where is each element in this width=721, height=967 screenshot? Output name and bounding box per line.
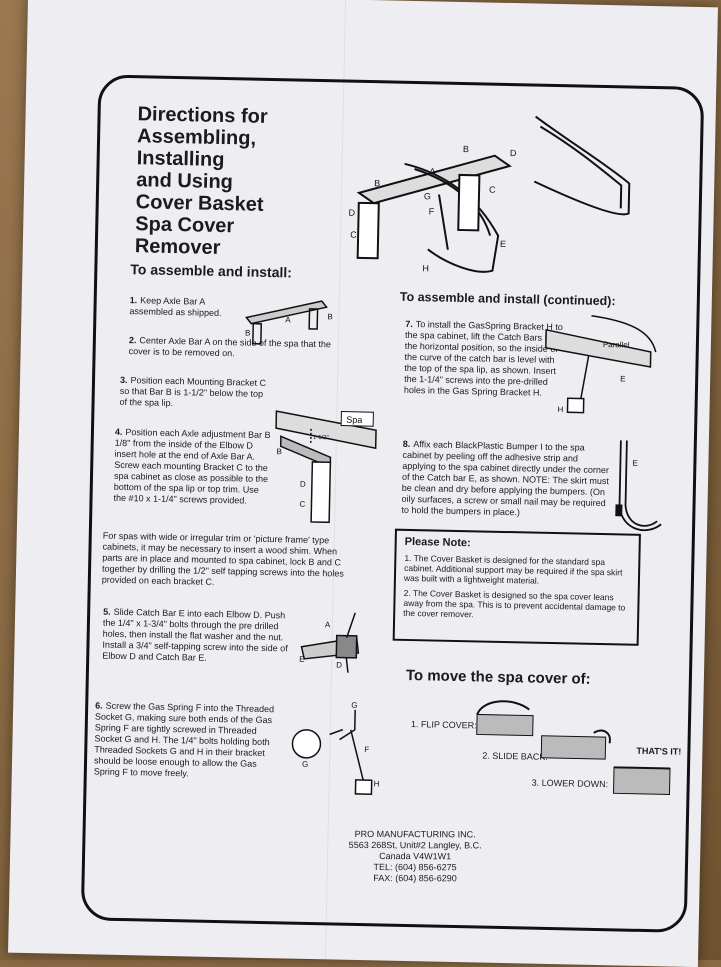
- company-address: 5563 268St, Unit#2 Langley, B.C.: [340, 840, 490, 852]
- step-4-note: For spas with wide or irregular trim or …: [102, 531, 348, 591]
- svg-text:B: B: [245, 328, 251, 337]
- slide-back-icon: [537, 722, 614, 766]
- thats-it-label: THAT'S IT!: [636, 746, 681, 757]
- svg-text:C: C: [489, 185, 496, 195]
- lower-down-icon: [609, 757, 674, 798]
- step-4: 4.Position each Axle adjustment Bar B 1/…: [113, 427, 275, 507]
- left-section-heading: To assemble and install:: [130, 261, 292, 280]
- company-tel: TEL: (604) 856-6275: [340, 862, 490, 874]
- svg-text:H: H: [557, 405, 563, 414]
- company-name: PRO MANUFACTURING INC.: [340, 829, 490, 841]
- svg-text:F: F: [364, 745, 369, 754]
- step-5-diagram: A E D: [296, 607, 377, 679]
- step-2: 2.Center Axle Bar A on the side of the s…: [129, 335, 349, 362]
- spa-label: Spa: [346, 415, 362, 425]
- company-fax: FAX: (604) 856-6290: [340, 873, 490, 885]
- instruction-sheet: Directions for Assembling, Installing an…: [8, 0, 718, 967]
- step-8: 8.Affix each BlackPlastic Bumper I to th…: [401, 439, 613, 520]
- svg-text:B: B: [276, 447, 282, 456]
- step-3: 3.Position each Mounting Bracket C so th…: [119, 375, 270, 411]
- svg-text:D: D: [348, 208, 355, 218]
- manufacturer-footer: PRO MANUFACTURING INC. 5563 268St, Unit#…: [340, 829, 490, 885]
- svg-text:G: G: [351, 701, 357, 710]
- measure-label: 1-1/2": [313, 435, 329, 441]
- please-note-box: Please Note: 1. The Cover Basket is desi…: [393, 529, 641, 646]
- svg-text:H: H: [422, 263, 429, 273]
- svg-text:E: E: [500, 239, 506, 249]
- svg-text:F: F: [429, 206, 435, 216]
- svg-text:D: D: [336, 660, 342, 669]
- svg-text:A: A: [325, 620, 331, 629]
- svg-text:B: B: [374, 178, 380, 188]
- note-item: 1. The Cover Basket is designed for the …: [404, 553, 631, 588]
- step-6: 6.Screw the Gas Spring F into the Thread…: [94, 700, 286, 781]
- svg-text:E: E: [620, 374, 626, 383]
- svg-text:D: D: [510, 148, 517, 158]
- svg-text:A: A: [285, 315, 291, 324]
- svg-text:C: C: [299, 500, 305, 509]
- svg-text:B: B: [327, 312, 333, 321]
- note-title: Please Note:: [405, 537, 631, 552]
- svg-text:H: H: [374, 779, 380, 788]
- step-6-diagram: G F G H: [283, 698, 385, 800]
- mover-step-3: 3. LOWER DOWN:: [532, 778, 609, 790]
- svg-text:D: D: [300, 480, 306, 489]
- company-country: Canada V4W1W1: [340, 851, 490, 863]
- page-title: Directions for Assembling, Installing an…: [135, 103, 328, 261]
- svg-text:E: E: [299, 655, 305, 664]
- svg-text:A: A: [429, 166, 435, 176]
- flip-cover-icon: [473, 696, 538, 741]
- note-item: 2. The Cover Basket is designed so the s…: [403, 588, 630, 623]
- svg-text:B: B: [463, 144, 469, 154]
- parallel-label: Parallel: [603, 340, 630, 350]
- svg-text:G: G: [302, 760, 308, 769]
- main-assembly-diagram: B D B A D C C G F E H: [327, 97, 651, 294]
- step-3-4-diagram: Spa 1-1/2" B D C: [269, 406, 384, 538]
- svg-text:C: C: [350, 230, 357, 240]
- step-5: 5.Slide Catch Bar E into each Elbow D. P…: [102, 607, 293, 666]
- svg-text:E: E: [632, 459, 638, 468]
- step-1: 1.Keep Axle Bar A assembled as shipped.: [129, 295, 244, 319]
- mover-step-1: 1. FLIP COVER:: [411, 719, 477, 730]
- step-7-diagram: Parallel H E: [539, 310, 661, 422]
- step-8-diagram: E: [615, 435, 667, 536]
- svg-text:G: G: [424, 191, 431, 201]
